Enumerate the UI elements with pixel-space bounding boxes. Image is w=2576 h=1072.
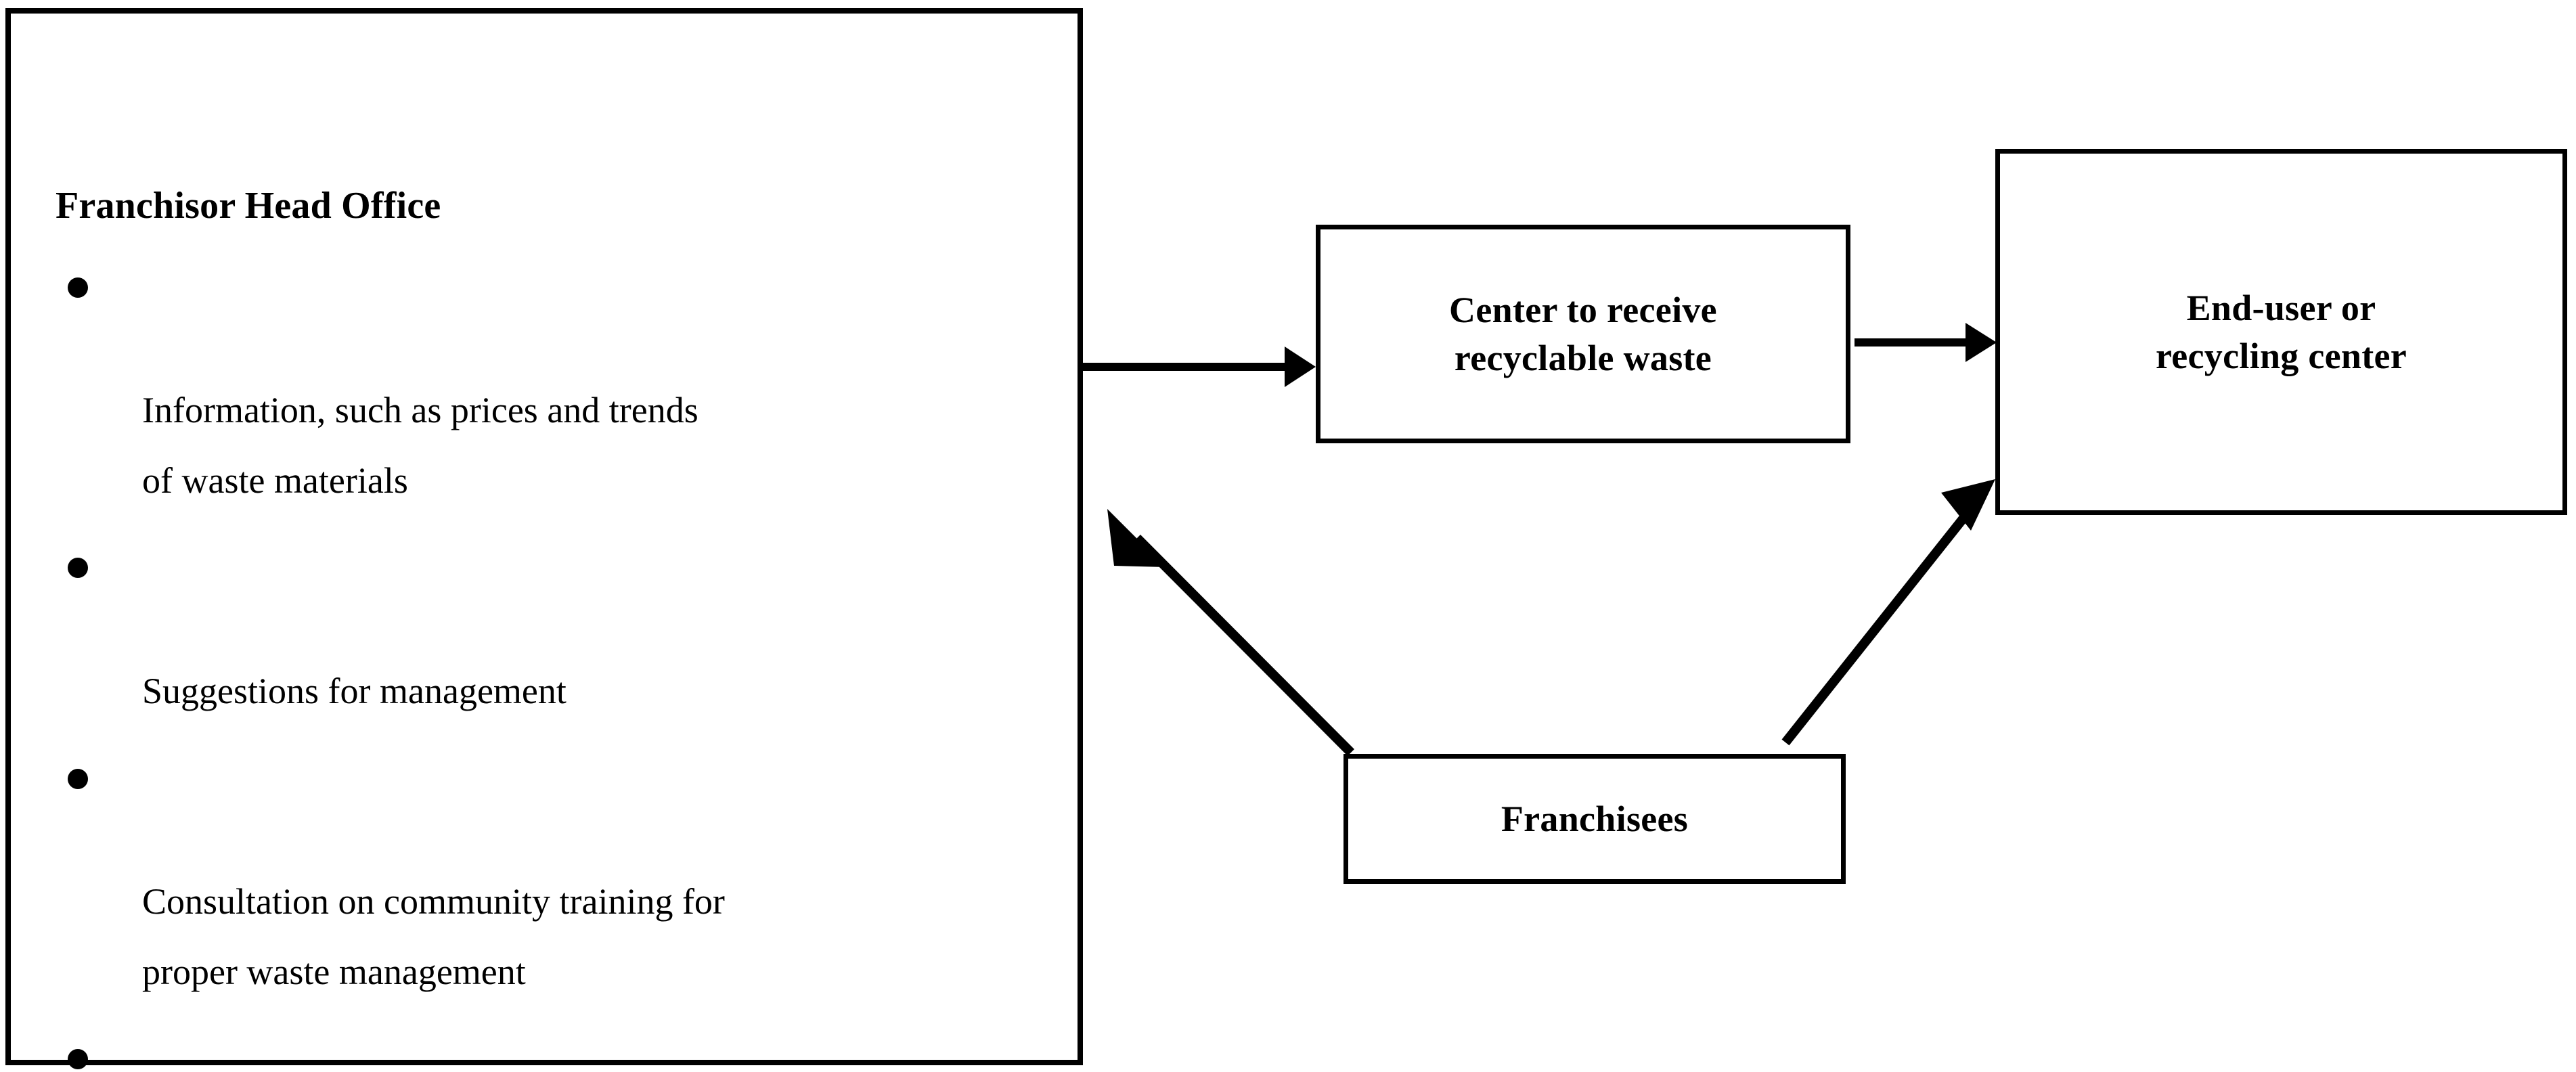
end-user-or-recycling-center-box: End-user or recycling center bbox=[1995, 149, 2567, 515]
arrow-center-to-enduser bbox=[1855, 323, 1997, 362]
list-item: Suggestions for management bbox=[55, 516, 1057, 726]
bullet-dot-icon bbox=[68, 768, 88, 789]
enduser-node-label: End-user or recycling center bbox=[2155, 288, 2407, 376]
franchisor-bullet-list: Information, such as prices and trends o… bbox=[55, 236, 1057, 1072]
bullet-dot-icon bbox=[68, 1049, 88, 1070]
list-item-text: Information, such as prices and trends o… bbox=[142, 390, 698, 501]
franchisees-node-label: Franchisees bbox=[1501, 798, 1689, 839]
list-item: Information, such as prices and trends o… bbox=[55, 236, 1057, 516]
franchisor-content: Franchisor Head Office Information, such… bbox=[55, 186, 1057, 1072]
center-node-label: Center to receive recyclable waste bbox=[1449, 290, 1717, 378]
list-item: Consultation on community training for p… bbox=[55, 727, 1057, 1008]
arrow-franchisor-to-center bbox=[1083, 347, 1316, 387]
franchisees-box: Franchisees bbox=[1343, 754, 1846, 884]
center-to-receive-recyclable-waste-box: Center to receive recyclable waste bbox=[1316, 225, 1850, 443]
list-item-text: Suggestions for management bbox=[142, 670, 567, 711]
list-item: Training and knowledge sharing bbox=[55, 1007, 1057, 1072]
franchisor-head-office-box: Franchisor Head Office Information, such… bbox=[5, 8, 1083, 1070]
arrow-franchisees-to-enduser bbox=[1781, 479, 1995, 746]
list-item-text: Consultation on community training for p… bbox=[142, 880, 725, 992]
bullet-dot-icon bbox=[68, 277, 88, 298]
franchisor-title: Franchisor Head Office bbox=[55, 185, 441, 227]
bullet-dot-icon bbox=[68, 558, 88, 579]
arrow-franchisees-to-franchisor bbox=[1107, 509, 1354, 756]
